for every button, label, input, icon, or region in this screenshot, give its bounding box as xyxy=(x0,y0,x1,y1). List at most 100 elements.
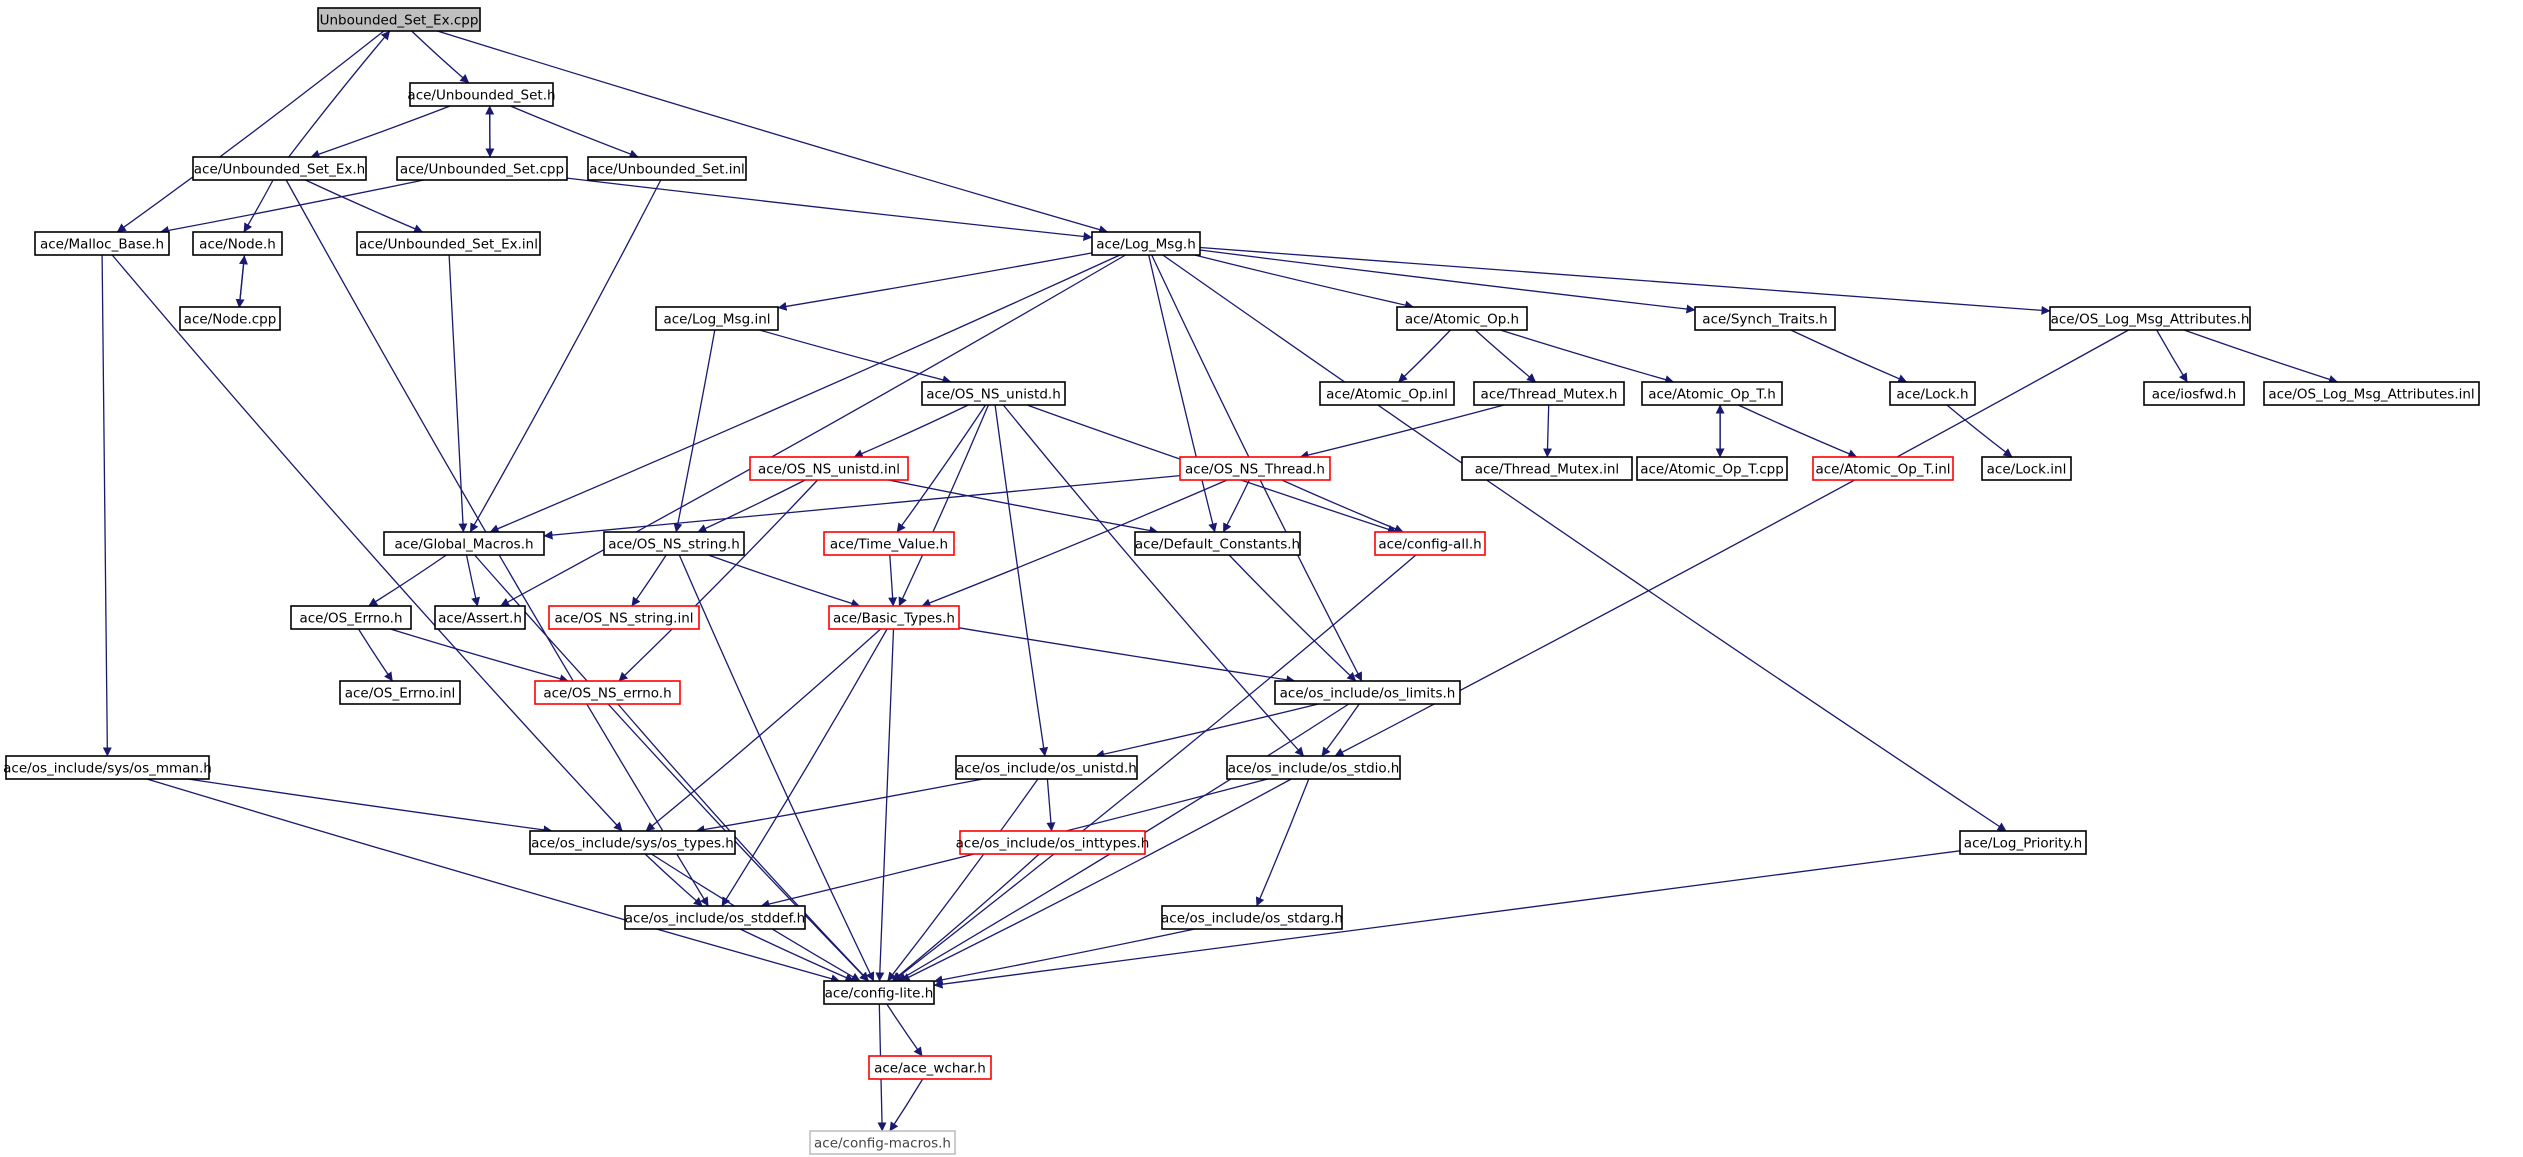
node-iosfwd[interactable]: ace/iosfwd.h xyxy=(2143,381,2245,406)
node-os-ns-string-inl[interactable]: ace/OS_NS_string.inl xyxy=(548,605,700,630)
edge-os_ns_thread-to-default_constants xyxy=(1222,479,1250,533)
edge-malloc_base-to-os_mman xyxy=(101,254,112,757)
node-os-ns-string-h[interactable]: ace/OS_NS_string.h xyxy=(603,531,745,556)
node-config-macros[interactable]: ace/config-macros.h xyxy=(809,1130,956,1155)
node-unb-set-ex-h[interactable]: ace/Unbounded_Set_Ex.h xyxy=(192,156,367,181)
edge-log_msg_inl-to-os_ns_string_h xyxy=(673,329,716,533)
node-label: ace/OS_Log_Msg_Attributes.inl xyxy=(2268,387,2474,403)
node-ace-wchar[interactable]: ace/ace_wchar.h xyxy=(868,1055,992,1080)
node-thread-mutex-h[interactable]: ace/Thread_Mutex.h xyxy=(1473,381,1625,406)
node-box xyxy=(1959,830,2087,855)
node-basic-types[interactable]: ace/Basic_Types.h xyxy=(828,605,960,630)
edge-log_priority-to-config_lite xyxy=(933,850,1961,989)
node-synch-traits[interactable]: ace/Synch_Traits.h xyxy=(1694,306,1836,331)
node-box xyxy=(1161,905,1343,930)
node-box xyxy=(955,755,1138,780)
node-os-errno-inl[interactable]: ace/OS_Errno.inl xyxy=(339,680,461,705)
node-box xyxy=(921,381,1066,406)
node-label: ace/Atomic_Op.h xyxy=(1405,312,1519,328)
edge-time_value-to-basic_types xyxy=(888,554,898,607)
edge-log_msg_h-to-default_constants xyxy=(1148,254,1218,533)
node-box xyxy=(823,980,935,1005)
node-lock-h[interactable]: ace/Lock.h xyxy=(1889,381,1976,406)
node-time-value[interactable]: ace/Time_Value.h xyxy=(823,531,955,556)
node-os-ns-unistd-h[interactable]: ace/OS_NS_unistd.h xyxy=(921,381,1066,406)
node-box xyxy=(1981,456,2072,481)
edge-unb_set_inl-to-global_macros xyxy=(469,179,662,533)
node-os-stdio[interactable]: ace/os_include/os_stdio.h xyxy=(1226,755,1401,780)
edge-unb_set_h-to-unb_set_inl xyxy=(510,105,639,159)
edge-os_stddef-to-config_lite xyxy=(739,928,855,982)
node-os-ns-unistd-inl[interactable]: ace/OS_NS_unistd.inl xyxy=(749,456,909,481)
edge-os_ns_unistd_inl-to-default_constants xyxy=(888,479,1159,535)
node-node-h[interactable]: ace/Node.h xyxy=(192,231,283,256)
node-os-log-attr-inl[interactable]: ace/OS_Log_Msg_Attributes.inl xyxy=(2263,381,2480,406)
edge-os_inttypes-to-config_lite xyxy=(891,853,1040,982)
node-box xyxy=(823,531,955,556)
node-box xyxy=(1812,456,1954,481)
node-atomic-op-inl[interactable]: ace/Atomic_Op.inl xyxy=(1319,381,1455,406)
node-atomic-op-t-h[interactable]: ace/Atomic_Op_T.h xyxy=(1641,381,1783,406)
node-label: ace/Lock.inl xyxy=(1987,462,2067,478)
edge-global_macros-to-config_lite xyxy=(474,554,869,982)
node-unb-set-inl[interactable]: ace/Unbounded_Set.inl xyxy=(587,156,747,181)
edge-basic_types-to-os_types xyxy=(645,628,882,832)
node-label: ace/os_include/os_inttypes.h xyxy=(956,836,1150,852)
node-log-msg-inl[interactable]: ace/Log_Msg.inl xyxy=(655,306,779,331)
node-atomic-op-t-cpp[interactable]: ace/Atomic_Op_T.cpp xyxy=(1636,456,1788,481)
edge-synch_traits-to-lock_h xyxy=(1790,329,1908,383)
node-thread-mutex-inl[interactable]: ace/Thread_Mutex.inl xyxy=(1461,456,1633,481)
node-os-limits[interactable]: ace/os_include/os_limits.h xyxy=(1274,680,1461,705)
node-box xyxy=(2143,381,2245,406)
node-default-constants[interactable]: ace/Default_Constants.h xyxy=(1134,531,1301,556)
edge-os_mman-to-config_lite xyxy=(146,778,841,984)
node-label: ace/Node.cpp xyxy=(184,312,277,328)
node-config-lite[interactable]: ace/config-lite.h xyxy=(823,980,935,1005)
node-box xyxy=(809,1130,956,1155)
edge-unb_set_ex_inl-to-global_macros xyxy=(448,254,468,533)
node-box xyxy=(529,830,736,855)
node-os-unistd[interactable]: ace/os_include/os_unistd.h xyxy=(955,755,1138,780)
node-global-macros[interactable]: ace/Global_Macros.h xyxy=(383,531,545,556)
node-label: ace/OS_NS_string.h xyxy=(608,537,740,553)
edge-os_stdio-to-os_stdarg xyxy=(1255,778,1310,907)
edge-os_ns_string_h-to-basic_types xyxy=(707,554,861,608)
node-box xyxy=(1134,531,1301,556)
node-atomic-op-h[interactable]: ace/Atomic_Op.h xyxy=(1396,306,1528,331)
node-unb-set-ex-inl[interactable]: ace/Unbounded_Set_Ex.inl xyxy=(356,231,541,256)
edge-log_msg_h-to-log_msg_inl xyxy=(777,252,1093,311)
node-label: ace/Default_Constants.h xyxy=(1135,537,1300,553)
node-os-ns-errno[interactable]: ace/OS_NS_errno.h xyxy=(534,680,681,705)
node-label: ace/Log_Msg.inl xyxy=(663,312,770,328)
node-os-types[interactable]: ace/os_include/sys/os_types.h xyxy=(529,830,736,855)
node-config-all[interactable]: ace/config-all.h xyxy=(1374,531,1486,556)
node-atomic-op-t-inl[interactable]: ace/Atomic_Op_T.inl xyxy=(1812,456,1954,481)
node-log-msg-h[interactable]: ace/Log_Msg.h xyxy=(1091,231,1201,256)
node-os-stdarg[interactable]: ace/os_include/os_stdarg.h xyxy=(1161,905,1343,930)
node-unb-set-h[interactable]: ace/Unbounded_Set.h xyxy=(407,82,556,107)
node-os-inttypes[interactable]: ace/os_include/os_inttypes.h xyxy=(956,830,1150,855)
edge-os_log_attr-to-iosfwd xyxy=(2156,329,2188,383)
node-os-ns-thread[interactable]: ace/OS_NS_Thread.h xyxy=(1179,456,1331,481)
node-label: ace/config-lite.h xyxy=(825,986,934,1002)
node-label: ace/config-macros.h xyxy=(814,1136,951,1152)
node-root[interactable]: Unbounded_Set_Ex.cpp xyxy=(317,7,481,32)
node-box xyxy=(868,1055,992,1080)
node-unb-set-cpp[interactable]: ace/Unbounded_Set.cpp xyxy=(396,156,568,181)
node-log-priority[interactable]: ace/Log_Priority.h xyxy=(1959,830,2087,855)
node-os-stddef[interactable]: ace/os_include/os_stddef.h xyxy=(624,905,806,930)
node-assert-h[interactable]: ace/Assert.h xyxy=(434,605,526,630)
node-lock-inl[interactable]: ace/Lock.inl xyxy=(1981,456,2072,481)
node-os-errno-h[interactable]: ace/OS_Errno.h xyxy=(290,605,412,630)
edge-unb_set_cpp-to-malloc_base xyxy=(159,179,424,235)
node-malloc-base[interactable]: ace/Malloc_Base.h xyxy=(34,231,170,256)
node-label: ace/ace_wchar.h xyxy=(874,1061,986,1077)
node-os-mman[interactable]: ace/os_include/sys/os_mman.h xyxy=(3,755,212,780)
node-box xyxy=(34,231,170,256)
node-node-cpp[interactable]: ace/Node.cpp xyxy=(179,306,281,331)
node-box xyxy=(317,7,481,32)
node-label: ace/Unbounded_Set.h xyxy=(407,88,555,104)
node-os-log-attr[interactable]: ace/OS_Log_Msg_Attributes.h xyxy=(2049,306,2251,331)
node-label: ace/Unbounded_Set.inl xyxy=(589,162,745,178)
node-label: ace/Node.h xyxy=(199,237,276,253)
